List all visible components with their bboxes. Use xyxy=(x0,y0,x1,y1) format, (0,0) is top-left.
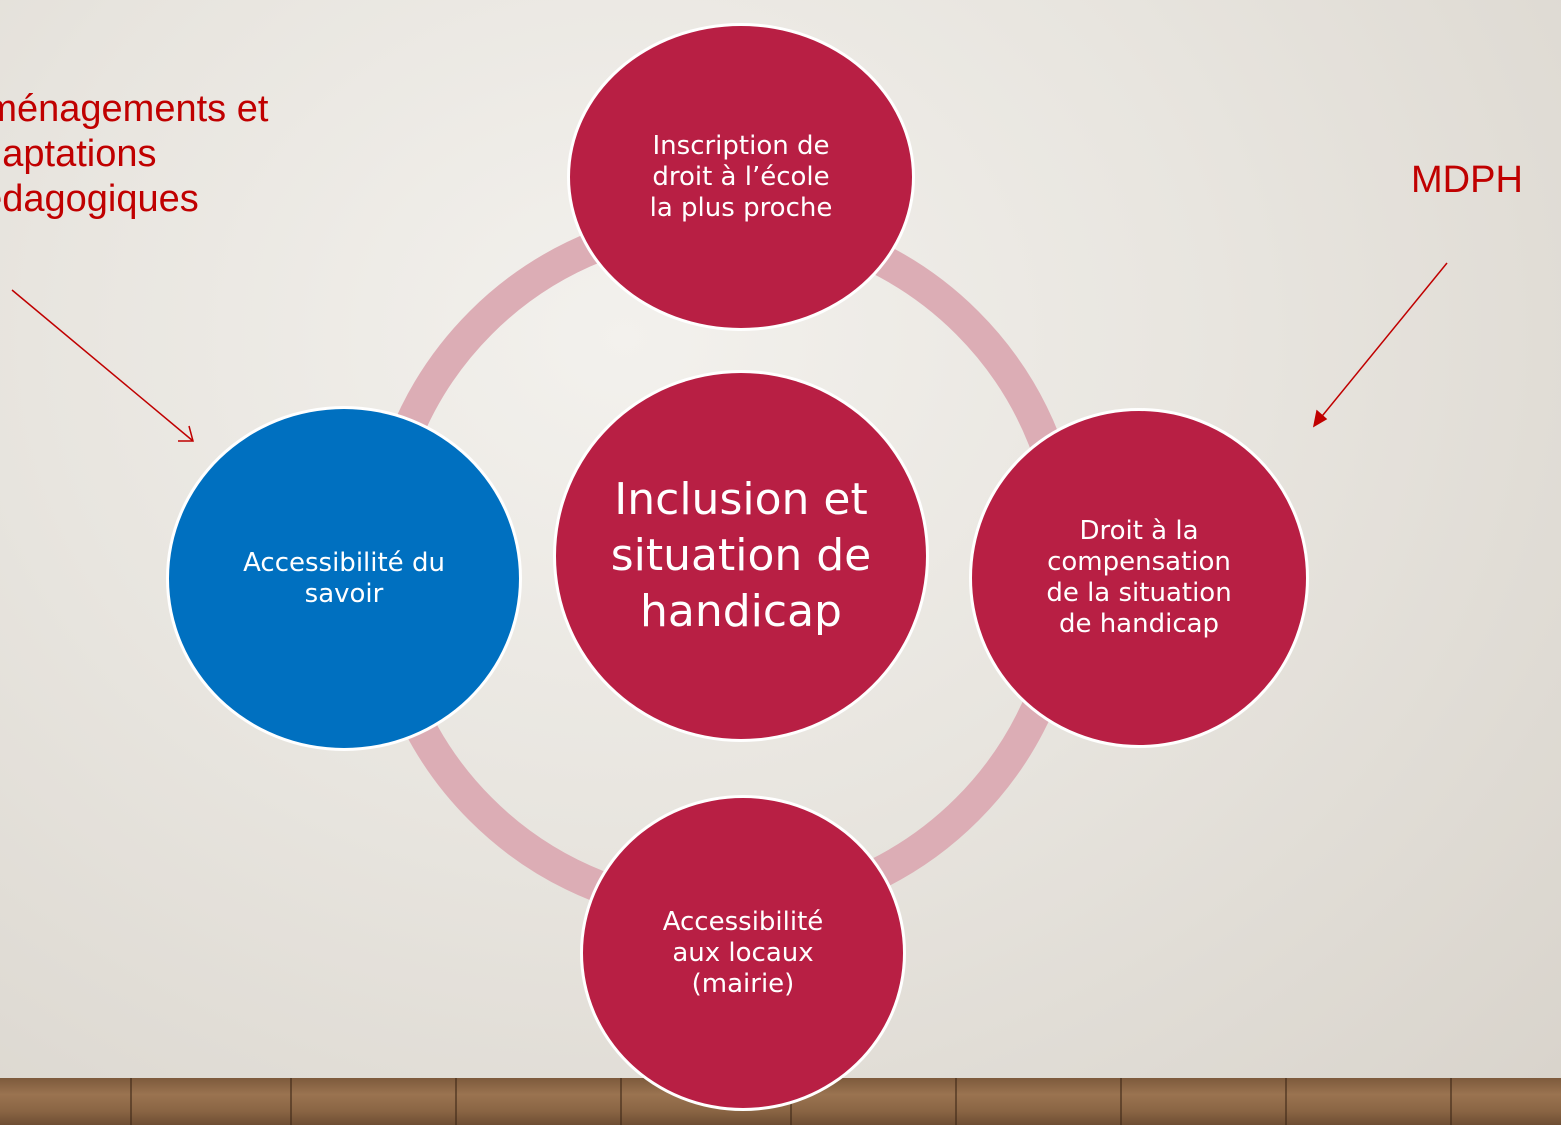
node-droit-compensation: Droit à la compensation de la situation … xyxy=(969,408,1309,748)
node-accessibilite-locaux-text: Accessibilité aux locaux (mairie) xyxy=(662,906,824,999)
node-inscription-text: Inscription de droit à l’école la plus p… xyxy=(649,130,833,223)
node-accessibilite-locaux: Accessibilité aux locaux (mairie) xyxy=(580,795,906,1111)
arrow-left xyxy=(11,289,194,442)
node-accessibilite-savoir: Accessibilité du savoir xyxy=(166,406,522,751)
annotation-amenagements: Aménagements et adaptations pédagogiques xyxy=(0,88,269,220)
node-droit-compensation-text: Droit à la compensation de la situation … xyxy=(1046,516,1232,639)
node-inscription: Inscription de droit à l’école la plus p… xyxy=(567,23,915,331)
arrow-right xyxy=(1312,262,1448,428)
node-center-inclusion: Inclusion et situation de handicap xyxy=(553,370,929,742)
node-center-inclusion-text: Inclusion et situation de handicap xyxy=(610,474,872,637)
annotation-mdph: MDPH xyxy=(1411,159,1523,201)
node-accessibilite-savoir-text: Accessibilité du savoir xyxy=(243,547,445,609)
